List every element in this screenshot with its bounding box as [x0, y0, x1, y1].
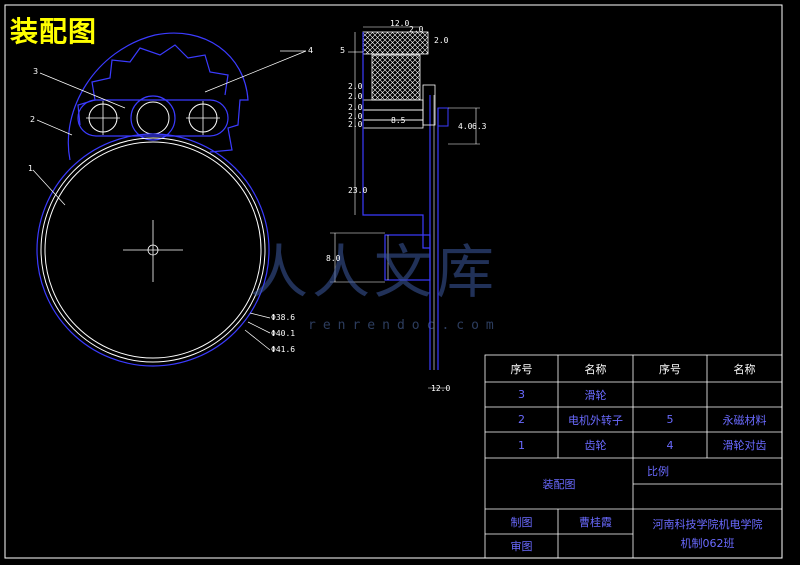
dim-shaft-a: 4.0	[458, 122, 473, 131]
shaft-collar	[422, 84, 436, 126]
callout-3: 3	[33, 67, 39, 76]
gear-teeth-outline	[77, 44, 229, 126]
tb-r2-no: 2	[518, 413, 525, 426]
side-view	[330, 26, 480, 389]
gear-middle	[40, 137, 266, 363]
tb-r3-name: 齿轮	[584, 439, 607, 452]
lower-body	[384, 234, 431, 281]
dim-left-3: 2.0	[348, 103, 363, 112]
tb-r3-no2: 4	[666, 438, 674, 452]
dim-top-a: 2.0	[409, 25, 424, 34]
gear-inner	[44, 141, 262, 359]
callout-1: 1	[28, 164, 34, 173]
center-hub	[136, 101, 170, 135]
dim-left-4: 2.0	[348, 112, 363, 121]
dim-d38: Φ38.6	[271, 313, 296, 322]
dim-left-2: 2.0	[348, 92, 363, 101]
tb-school: 河南科技学院机电学院	[652, 518, 763, 531]
callout-2: 2	[30, 115, 36, 124]
callout-4: 4	[308, 46, 314, 55]
gear-outer	[36, 133, 270, 367]
tb-r1-name: 滑轮	[584, 388, 607, 402]
front-view	[32, 32, 307, 367]
tb-header-no2: 序号	[659, 362, 681, 376]
dim-inner: 8.5	[391, 116, 406, 125]
tb-r1-no: 3	[518, 388, 525, 401]
dim-top-width: 12.0	[390, 19, 410, 28]
center-hub-outer	[130, 95, 176, 141]
tb-r3-name2: 滑轮对齿	[722, 439, 767, 452]
tb-r3-no: 1	[518, 438, 525, 452]
tb-drawn-by: 曹桂霞	[579, 515, 612, 529]
tb-header-name2: 名称	[733, 362, 756, 376]
tb-header-name: 名称	[584, 362, 607, 376]
rotor-top	[362, 31, 429, 55]
tb-r2-name: 电机外转子	[568, 413, 623, 427]
layer-1	[362, 99, 424, 111]
pulley-slot	[77, 99, 229, 137]
magnet-block	[371, 54, 421, 101]
gear-housing-outline	[67, 32, 249, 161]
tb-r2-no2: 5	[666, 413, 674, 426]
dim-top-b: 2.0	[434, 36, 449, 45]
watermark-text: 人人文库	[250, 238, 499, 306]
tb-drawn-label: 制图	[510, 515, 533, 529]
dim-d40: Φ40.1	[271, 329, 296, 338]
title-block-grid	[484, 354, 783, 559]
tb-class: 机制062班	[680, 537, 735, 550]
housing-side	[362, 32, 430, 249]
dim-left-1: 2.0	[348, 82, 363, 91]
tb-drawing-name: 装配图	[542, 477, 576, 491]
tb-scale-label: 比例	[647, 465, 669, 478]
drawing-title: 装配图	[10, 15, 98, 48]
dim-gap: 8.0	[326, 254, 341, 263]
dim-bottom: 12.0	[431, 384, 451, 393]
tb-checked-label: 审图	[510, 540, 533, 553]
dim-left-5: 2.0	[348, 120, 363, 129]
tb-r2-name2: 永磁材料	[722, 413, 767, 427]
dim-shaft-b: 6.3	[472, 122, 487, 131]
watermark-url: renrendoc.com	[308, 318, 501, 333]
tb-header-no: 序号	[510, 362, 533, 376]
drawing-border	[4, 4, 783, 559]
callout-5: 5	[340, 46, 346, 55]
dim-height: 23.0	[348, 186, 368, 195]
dim-d41: Φ41.6	[271, 345, 296, 354]
bearing	[437, 107, 449, 127]
